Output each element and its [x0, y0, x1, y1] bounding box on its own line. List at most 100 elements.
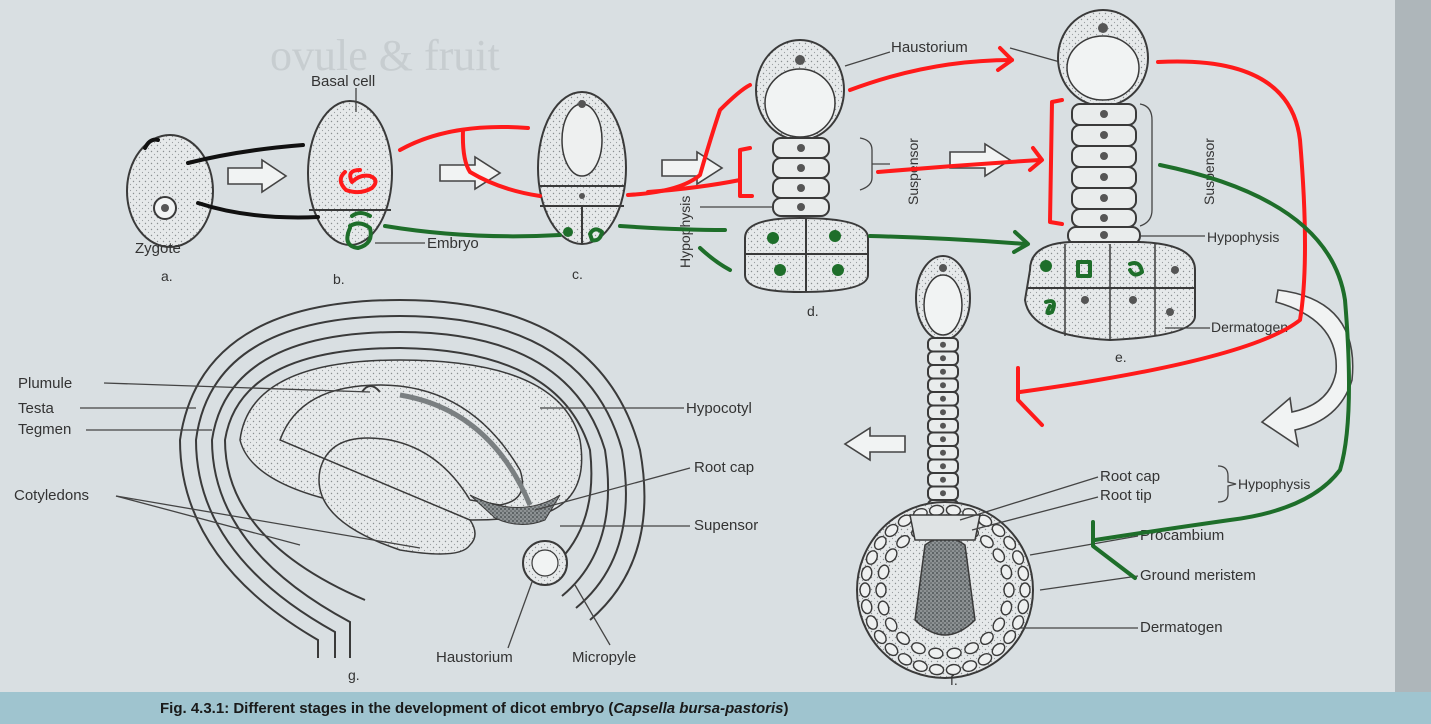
red-arrowhead-haustorium [996, 46, 1014, 72]
arrow-f-to-g [843, 426, 906, 462]
book-gutter [1395, 0, 1431, 724]
cell-nucleus [940, 395, 946, 402]
stage-g-seed: g. [178, 298, 646, 683]
black-mark-curl [143, 137, 160, 150]
red-bracket-e [1048, 98, 1064, 226]
stage-b-letter: b. [333, 271, 345, 287]
tegmen-label: Tegmen [18, 421, 71, 438]
green-line-d-hypophysis [698, 246, 732, 272]
stage-a-letter: a. [161, 268, 173, 284]
cell-nucleus [797, 184, 805, 192]
red-arrowhead-suspensor [1028, 146, 1044, 172]
dermatogen-cell [884, 548, 898, 563]
caption-species: Capsella bursa-pastoris [613, 700, 783, 717]
cotyledons-leader-2 [115, 495, 421, 549]
red-arrow-haustorium [848, 58, 1014, 92]
cell-nucleus [797, 164, 805, 172]
dermatogen-cell [860, 598, 873, 615]
seed-coat-inner [223, 346, 593, 601]
green-dot-d-4 [832, 264, 844, 276]
green-annotations [345, 163, 1351, 580]
ground-meristem-leader [1039, 575, 1139, 591]
testa-label: Testa [18, 400, 55, 417]
black-line-upper [186, 143, 305, 165]
dermatogen-cell [1003, 629, 1017, 645]
green-dot-d-2 [829, 230, 841, 242]
dermatogen-cell [896, 534, 911, 549]
seed-coat-outer [178, 298, 646, 658]
red-line-b-top [398, 124, 530, 152]
zygote-cell [126, 134, 214, 248]
cell-nucleus [1100, 152, 1108, 160]
root-cap-f-leader [959, 476, 1099, 521]
cell-nucleus [1100, 173, 1108, 181]
caption-prefix: Fig. 4.3.1: Different stages in the deve… [160, 700, 613, 717]
cell-nucleus [1171, 266, 1179, 274]
cell-nucleus [940, 490, 946, 497]
dermatogen-cell [1017, 565, 1030, 582]
dermatogen-cell [928, 663, 945, 676]
green-arrowhead-e [1012, 230, 1030, 254]
cell-nucleus [940, 409, 946, 416]
haustorium-g-leader [507, 581, 533, 649]
red-arrowhead-f [1016, 366, 1044, 427]
hypocotyl-axis [399, 392, 533, 506]
caption-suffix: ) [783, 700, 788, 717]
cell-nucleus [1081, 296, 1089, 304]
plumule-leader [103, 382, 371, 393]
dermatogen-cell [1017, 598, 1030, 615]
dermatogen-e-label: Dermatogen [1211, 319, 1288, 335]
stage-g-letter: g. [348, 667, 360, 683]
root-cap-region [469, 494, 561, 525]
stage-d-haustorium-nucleus [795, 55, 805, 65]
dermatogen-cell [991, 642, 1006, 657]
green-dot-c-1 [563, 227, 573, 237]
green-dot-e-1 [1040, 260, 1052, 272]
micropyle-label: Micropyle [572, 649, 636, 666]
dermatogen-cell [1019, 582, 1031, 598]
cell-nucleus [797, 203, 805, 211]
root-cap-g-leader [534, 467, 691, 511]
hypophysis-f-label: Hypophysis [1238, 476, 1310, 492]
root-cap-f-label: Root cap [1100, 468, 1160, 485]
hypophysis-d-label: Hypophysis [677, 196, 693, 268]
seed-haustorium-vacuole [531, 549, 559, 577]
green-scribble-c [588, 227, 604, 243]
stage-c-vacuole [561, 103, 603, 177]
embryo-label: Embryo [427, 235, 479, 252]
cell-nucleus [1166, 308, 1174, 316]
dermatogen-cell [877, 564, 890, 580]
green-dot-d-1 [767, 232, 779, 244]
stage-f-haustorium-vacuole [923, 274, 963, 336]
cell-nucleus [1100, 194, 1108, 202]
arrow-d-to-e [949, 142, 1012, 178]
dermatogen-cell [992, 548, 1006, 563]
root-cap-g-label: Root cap [694, 459, 754, 476]
dermatogen-cell [865, 550, 878, 565]
dermatogen-cell [1003, 535, 1017, 551]
green-mark-e-2 [1076, 260, 1092, 278]
green-dot-d-3 [774, 264, 786, 276]
stage-e-haustorium-vacuole [1066, 35, 1140, 101]
stage-e-suspensor [1071, 103, 1137, 228]
plumule-tip [361, 385, 381, 393]
stage-f-letter: f. [950, 672, 958, 688]
green-line-b-to-c [383, 224, 562, 239]
stage-d-letter: d. [807, 303, 819, 319]
dermatogen-cell [873, 629, 887, 645]
cell-nucleus [940, 341, 946, 348]
cell-nucleus [1100, 110, 1108, 118]
dermatogen-cell [945, 663, 962, 676]
suspensor-e-label: Suspensor [1201, 138, 1217, 205]
dermatogen-cell [928, 647, 944, 660]
stage-c-embryo: c. [537, 91, 627, 282]
root-tip-f-leader [971, 496, 1099, 531]
cotyledons-leader-1 [115, 495, 301, 546]
red-line-c-to-d-2 [646, 178, 742, 194]
cell-nucleus [940, 476, 946, 483]
dermatogen-cell [896, 631, 911, 646]
dermatogen-cell [884, 523, 899, 538]
stage-f-haustorium-nucleus [939, 264, 947, 272]
dermatogen-cell [991, 523, 1006, 538]
